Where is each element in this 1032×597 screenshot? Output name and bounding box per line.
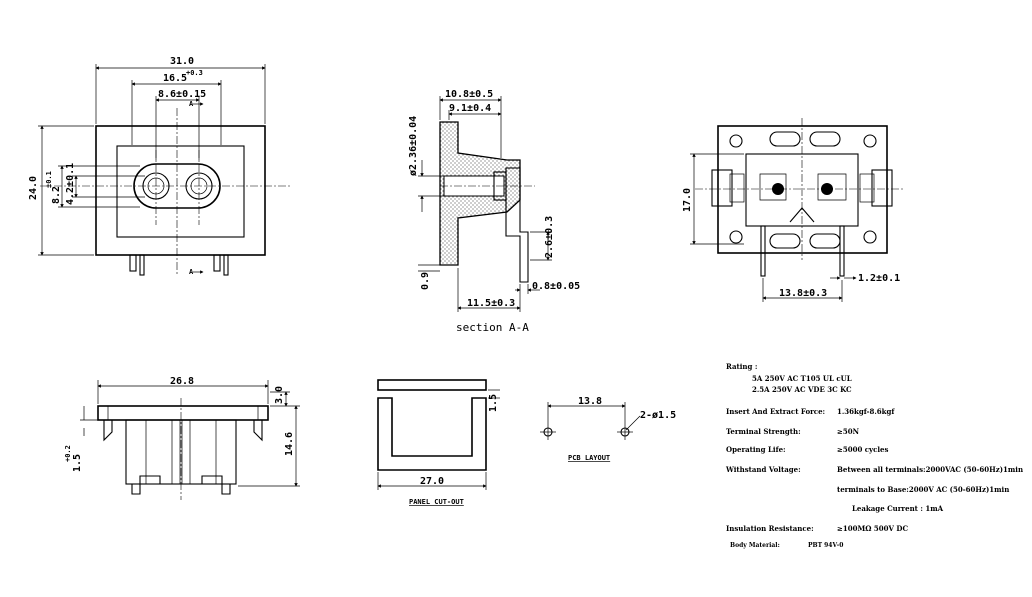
inlet-socket-outline bbox=[133, 163, 221, 209]
pcb-dim-138: 13.8 bbox=[578, 396, 602, 407]
panel-cutout: 1.5 27.0 PANEL CUT-OUT bbox=[377, 379, 500, 506]
dim-27: 27.0 bbox=[420, 476, 444, 487]
dim-138: 13.8±0.3 bbox=[779, 288, 827, 299]
dim-91: 9.1±0.4 bbox=[449, 103, 491, 114]
insert-value: 1.36kgf-8.6kgf bbox=[837, 407, 895, 416]
section-mark-top: A bbox=[189, 100, 194, 108]
panel-cutout-profile bbox=[377, 397, 487, 471]
dim-12: 1.2±0.1 bbox=[858, 273, 900, 284]
rear-pin-left bbox=[772, 183, 784, 195]
side-view: 26.8 3.0 14.6 1.5 +0.2 bbox=[64, 376, 300, 500]
dim-268: 26.8 bbox=[170, 376, 194, 387]
panel-top-plate bbox=[377, 379, 487, 391]
insulation-value: ≥100MΩ 500V DC bbox=[837, 524, 908, 533]
rear-view: 17.0 1.2±0.1 13.8±0.3 bbox=[682, 118, 905, 302]
dim-pitch: 8.6±0.15 bbox=[158, 89, 206, 100]
panel-cutout-label: PANEL CUT-OUT bbox=[409, 498, 464, 506]
insert-label: Insert And Extract Force: bbox=[726, 407, 825, 416]
dim-26: 2.6±0.3 bbox=[544, 216, 555, 258]
section-mark-bottom: A bbox=[189, 268, 194, 276]
dim-dia: ø2.36±0.04 bbox=[408, 116, 419, 176]
pcb-dim-hole: 2-ø1.5 bbox=[640, 410, 676, 421]
front-view: 31.0 16.5 +0.3 8.6±0.15 A A 24.0 8.2 ±0.… bbox=[28, 56, 290, 276]
dim-09: 0.9 bbox=[420, 272, 431, 290]
voltage-value2: terminals to Base:2000V AC (50-60Hz)1min bbox=[837, 485, 1009, 494]
dim-108: 10.8±0.5 bbox=[445, 89, 493, 100]
dim-width: 31.0 bbox=[170, 56, 194, 67]
section-terminal bbox=[505, 167, 529, 283]
body-value: PBT 94V-0 bbox=[808, 542, 843, 549]
voltage-label: Withstand Voltage: bbox=[725, 465, 801, 474]
voltage-value3: Leakage Current : 1mA bbox=[852, 504, 944, 513]
dim-inner: 16.5 bbox=[163, 73, 187, 84]
dim-30: 3.0 bbox=[274, 386, 285, 404]
rear-body-outline bbox=[717, 125, 888, 254]
dim-08: 0.8±0.05 bbox=[532, 281, 580, 292]
dim-17: 17.0 bbox=[682, 188, 693, 212]
dim-15-side: 1.5 bbox=[72, 454, 83, 472]
dim-42: 4.2±0.1 bbox=[65, 163, 76, 205]
dim-15-tol: +0.2 bbox=[64, 445, 72, 462]
front-body-outline bbox=[95, 125, 266, 256]
life-value: ≥5000 cycles bbox=[837, 445, 888, 454]
dim-inner-tol: +0.3 bbox=[186, 69, 203, 77]
dim-82: 8.2 bbox=[51, 186, 62, 204]
life-label: Operating Life: bbox=[726, 445, 786, 454]
dim-146: 14.6 bbox=[284, 432, 295, 456]
dim-15-panel: 1.5 bbox=[488, 394, 499, 412]
front-recess-outline bbox=[116, 145, 245, 238]
rating-line2: 2.5A 250V AC VDE 3C KC bbox=[752, 385, 852, 394]
terminal-label: Terminal Strength: bbox=[726, 427, 801, 436]
section-view: 10.8±0.5 9.1±0.4 ø2.36±0.04 2.6±0.3 0.9 … bbox=[408, 89, 580, 334]
pcb-layout-label: PCB LAYOUT bbox=[568, 454, 610, 462]
dim-115: 11.5±0.3 bbox=[467, 298, 515, 309]
insulation-label: Insulation Resistance: bbox=[726, 524, 814, 533]
section-caption: section A-A bbox=[456, 321, 529, 334]
voltage-value1: Between all terminals:2000VAC (50-60Hz)1… bbox=[837, 465, 1023, 474]
body-label: Body Material: bbox=[730, 542, 780, 549]
rating-line1: 5A 250V AC T105 UL cUL bbox=[752, 374, 852, 383]
rating-label: Rating : bbox=[726, 362, 757, 371]
dim-height: 24.0 bbox=[28, 176, 39, 200]
terminal-value: ≥50N bbox=[837, 427, 860, 436]
dim-82-tol: ±0.1 bbox=[45, 171, 53, 188]
specifications: Rating : 5A 250V AC T105 UL cUL 2.5A 250… bbox=[725, 362, 1023, 549]
side-flange bbox=[97, 405, 269, 421]
pcb-layout: 13.8 2-ø1.5 PCB LAYOUT bbox=[540, 396, 676, 462]
